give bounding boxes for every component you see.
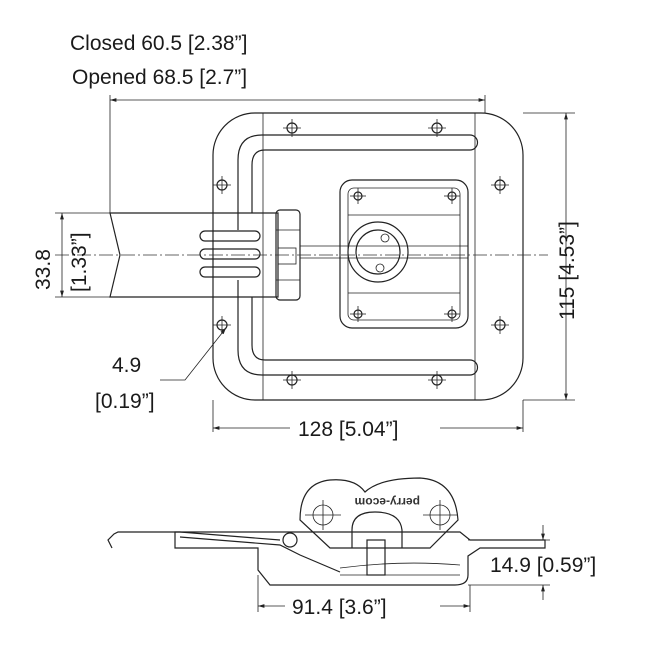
handle: [109, 212, 279, 298]
lock-housing: [339, 179, 469, 329]
hole-dimension-mm: 4.9: [112, 354, 141, 377]
housing-side: [174, 531, 546, 586]
side-view: perry-ecom 14.9 [0.59”] 91.4 [3.6”]: [107, 477, 596, 619]
handle-dimension-mm: 33.8: [32, 249, 55, 290]
logo-text: perry-ecom: [355, 495, 420, 509]
height-dimension: 115 [4.53”]: [556, 221, 579, 320]
hole-dimension-in: [0.19”]: [95, 390, 155, 413]
plate-outline: [212, 112, 524, 401]
slot-top: [237, 134, 470, 230]
lock-body-side: [299, 477, 459, 549]
handle-side: [107, 531, 281, 549]
top-view: [55, 112, 548, 401]
depth-dimension: 14.9 [0.59”]: [490, 554, 596, 577]
opened-dimension: Opened 68.5 [2.7”]: [72, 66, 247, 89]
mounting-holes: [213, 119, 509, 389]
width-dimension: 128 [5.04”]: [298, 418, 398, 441]
side-width-dimension: 91.4 [3.6”]: [292, 596, 387, 619]
closed-dimension: Closed 60.5 [2.38”]: [70, 32, 247, 55]
lock-cylinder: [347, 221, 409, 283]
slot-bottom: [237, 280, 470, 376]
dimensions: Closed 60.5 [2.38”] Opened 68.5 [2.7”] 1…: [32, 32, 579, 441]
handle-dimension-in: [1.33”]: [68, 232, 91, 292]
